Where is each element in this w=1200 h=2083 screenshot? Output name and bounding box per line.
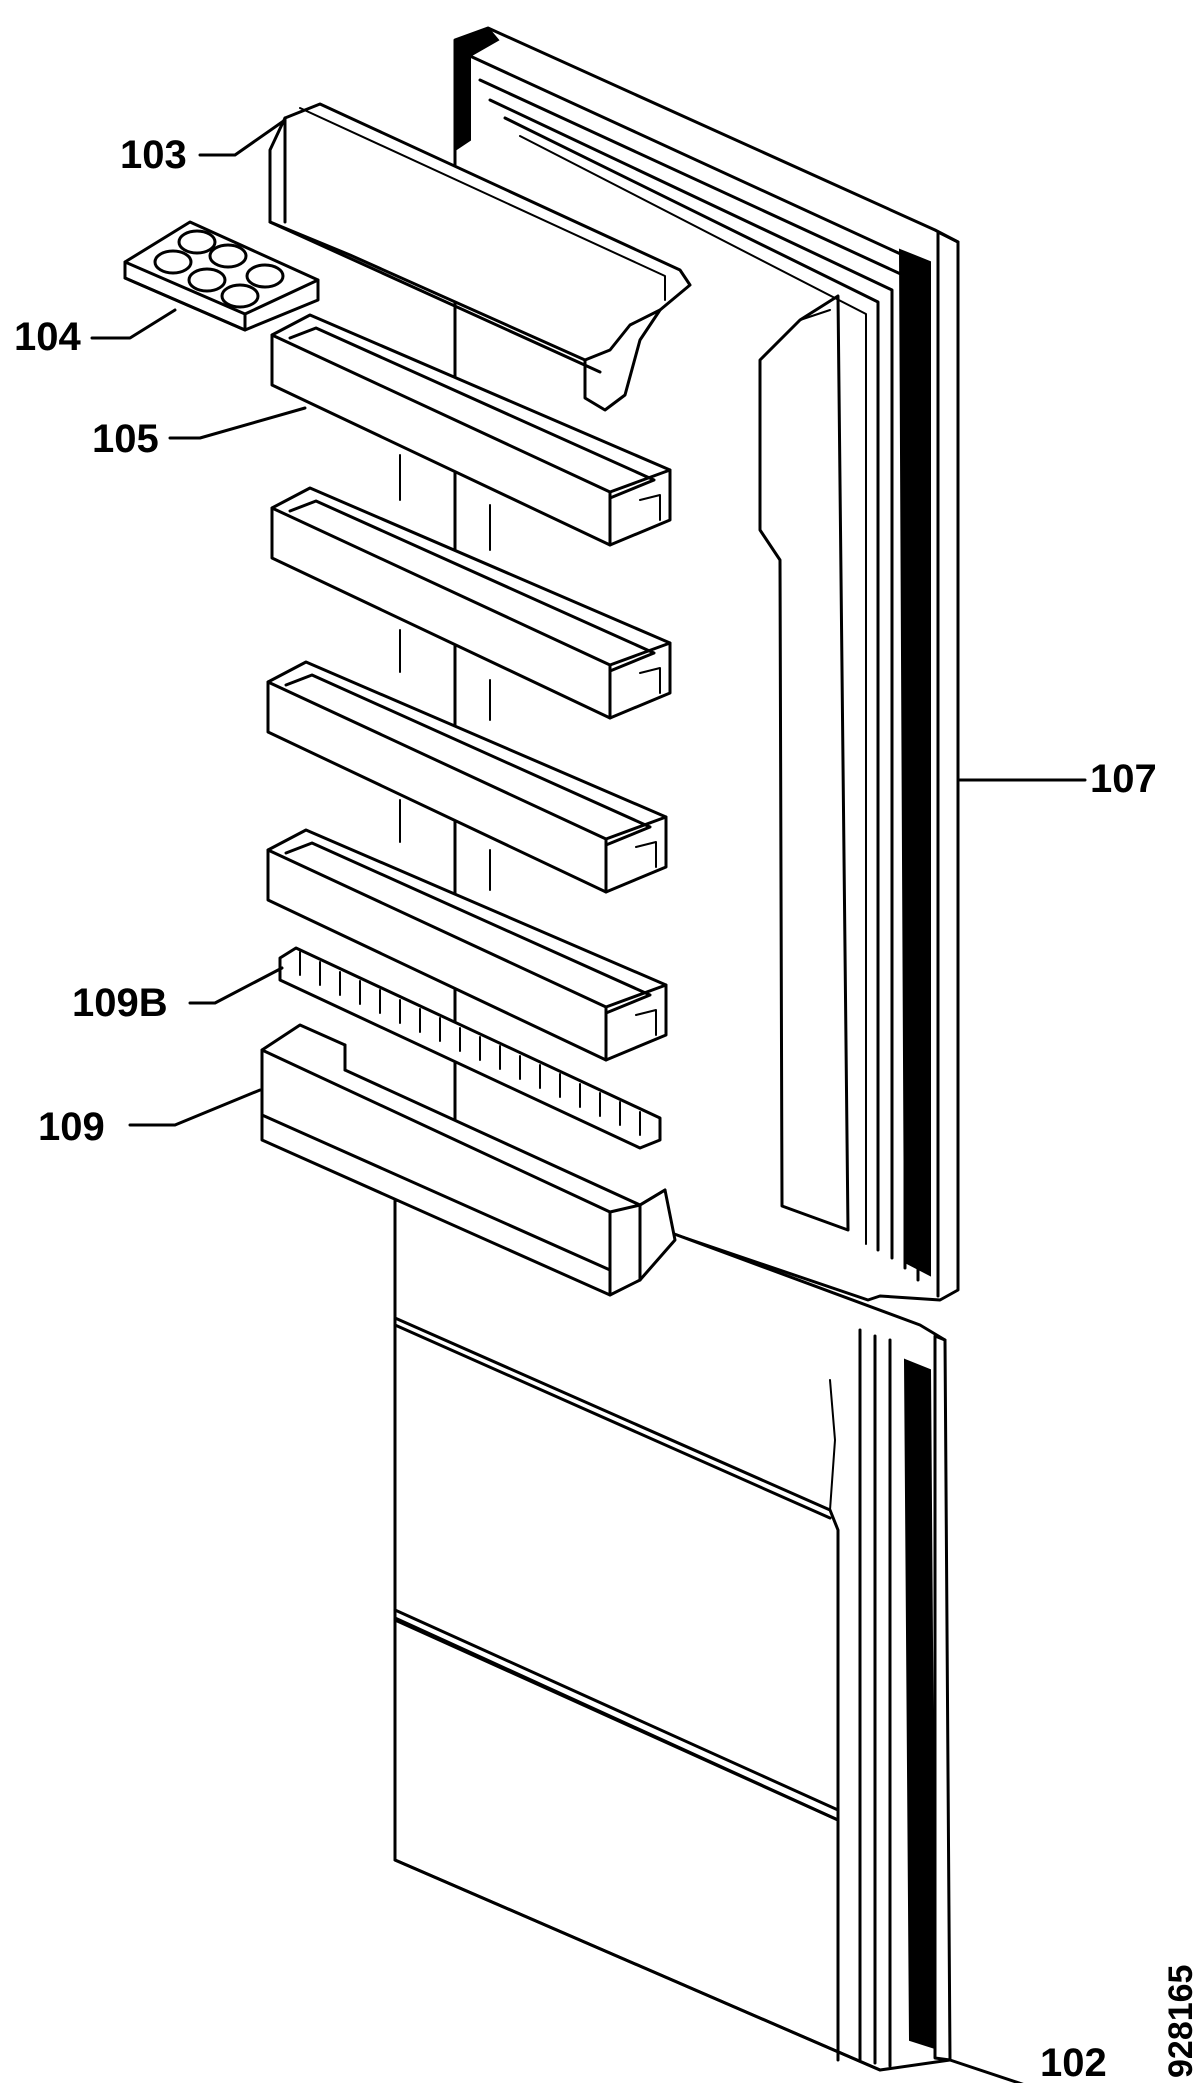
label-109: 109: [38, 1105, 105, 1149]
leader-109: [128, 1088, 262, 1127]
label-107: 107: [1090, 757, 1157, 801]
lower-door-102: [393, 1198, 952, 2072]
labels: 103 104 105 107 109B 109 102 928165: [14, 133, 1200, 2083]
leader-lines: [90, 118, 1087, 2083]
label-103: 103: [120, 133, 187, 177]
bottle-retainer-109B: [278, 946, 662, 1150]
label-102: 102: [1040, 2041, 1107, 2083]
leader-104: [90, 308, 177, 340]
door-shelf-1: [270, 313, 672, 547]
leader-109B: [188, 966, 284, 1005]
door-shelf-3: [266, 660, 668, 894]
butter-compartment-103: [268, 102, 692, 412]
leader-103: [198, 118, 287, 157]
drawing-number: 928165: [1162, 1965, 1200, 2078]
leader-102: [948, 2058, 1024, 2083]
egg-tray-104: [123, 220, 320, 332]
door-shelf-2: [270, 486, 672, 720]
label-104: 104: [14, 315, 81, 359]
leader-105: [168, 406, 307, 440]
bottle-shelf-109: [260, 1023, 677, 1297]
label-109B: 109B: [72, 981, 168, 1025]
door-shelf-4: [266, 828, 668, 1062]
label-105: 105: [92, 417, 159, 461]
